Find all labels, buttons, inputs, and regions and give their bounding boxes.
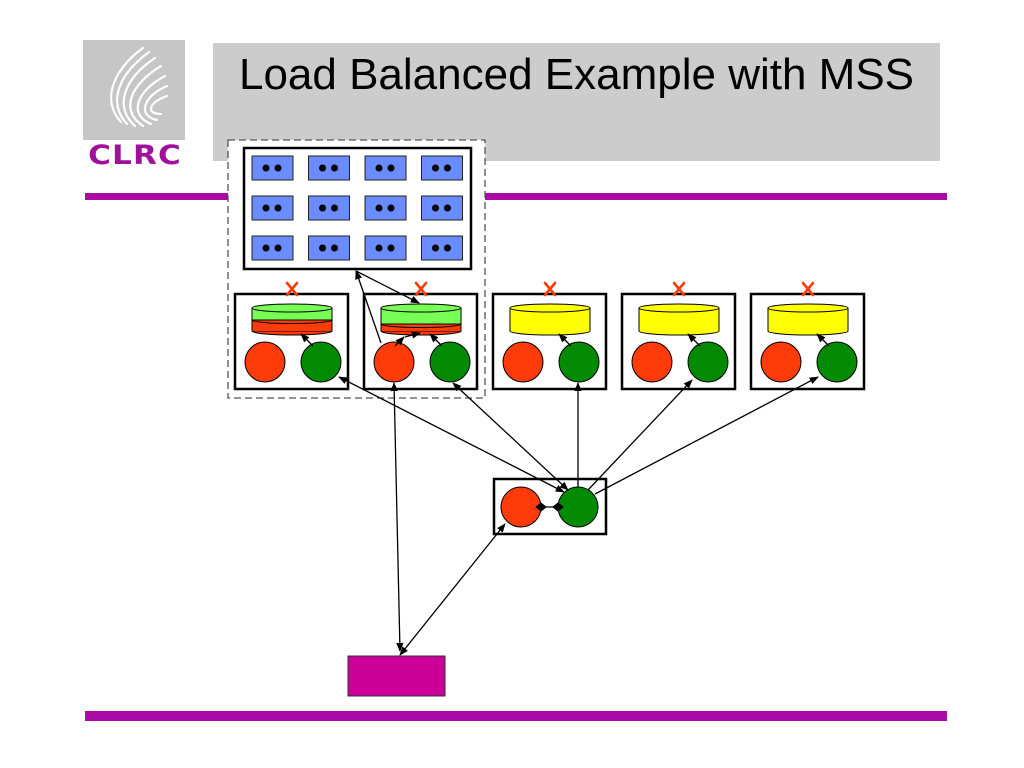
tape-cartridge-icon[interactable] (364, 155, 407, 181)
tape-to-disk-link (355, 270, 420, 304)
tape-library (242, 146, 473, 271)
tape-cartridge-icon[interactable] (308, 155, 350, 181)
client-box-icon[interactable] (347, 655, 446, 697)
failure-x-icon (285, 281, 299, 297)
clrc-logo-text: CLRC (88, 140, 182, 171)
tape-cartridge-icon[interactable] (421, 195, 463, 221)
server-to-disk-link (687, 333, 701, 347)
tape-cartridge-icon[interactable] (421, 235, 463, 261)
storage-node-1[interactable] (233, 281, 350, 391)
client-to-node2-red-link (390, 382, 404, 652)
balancer-to-node2-link (452, 382, 569, 491)
balancer-to-node5-link (594, 376, 819, 495)
bottom-divider-rule (85, 711, 947, 721)
tape-cartridge-icon[interactable] (308, 195, 350, 221)
red-server[interactable] (373, 341, 415, 383)
green-server[interactable] (429, 341, 471, 383)
balancer-green-server[interactable] (557, 486, 599, 528)
failure-x-icon (801, 281, 815, 297)
red-server[interactable] (244, 341, 286, 383)
storage-node-2[interactable] (362, 281, 479, 391)
slide-title: Load Balanced Example with MSS (238, 50, 915, 99)
red-server-disk-link-2 (404, 331, 421, 339)
client-to-balancer-link (399, 523, 506, 656)
disk-cylinder-icon (251, 303, 333, 336)
server-to-disk-link (816, 333, 830, 347)
disk-cylinder-icon (380, 303, 462, 336)
server-to-disk-link (429, 333, 443, 347)
failure-x-icon (672, 281, 686, 297)
red-server-to-disk-link (394, 336, 405, 347)
tape-cartridge-icon[interactable] (421, 155, 463, 181)
failure-x-icon (414, 281, 428, 297)
green-server[interactable] (816, 341, 858, 383)
top-divider-rule (85, 193, 947, 200)
tape-cartridge-icon[interactable] (251, 155, 294, 181)
load-balancer-node (492, 477, 608, 536)
green-server[interactable] (558, 341, 600, 383)
red-server[interactable] (502, 341, 544, 383)
storage-node-4[interactable] (620, 281, 737, 391)
tape-cartridge-icon[interactable] (308, 235, 350, 261)
storage-node-5[interactable] (749, 281, 866, 391)
disk-cylinder-icon (638, 303, 720, 336)
storage-node-3[interactable] (491, 281, 608, 391)
tape-cartridge-icon[interactable] (364, 195, 407, 221)
tape-cartridge-icon[interactable] (364, 235, 407, 261)
red-server[interactable] (631, 341, 673, 383)
clrc-swirl-logo-icon (110, 46, 169, 128)
server-to-disk-link (558, 333, 572, 347)
red-server-to-tape-link (355, 270, 382, 344)
balancer-to-node4-link (587, 379, 693, 491)
tape-cartridge-icon[interactable] (251, 195, 294, 221)
clrc-logo (83, 40, 185, 140)
green-server[interactable] (687, 341, 729, 383)
green-server[interactable] (300, 341, 342, 383)
disk-cylinder-icon (509, 303, 591, 336)
disk-cylinder-icon (767, 303, 849, 336)
red-server[interactable] (760, 341, 802, 383)
tape-cartridge-icon[interactable] (251, 235, 294, 261)
failure-x-icon (543, 281, 557, 297)
balancer-red-server[interactable] (500, 486, 542, 528)
server-to-disk-link (300, 333, 314, 347)
